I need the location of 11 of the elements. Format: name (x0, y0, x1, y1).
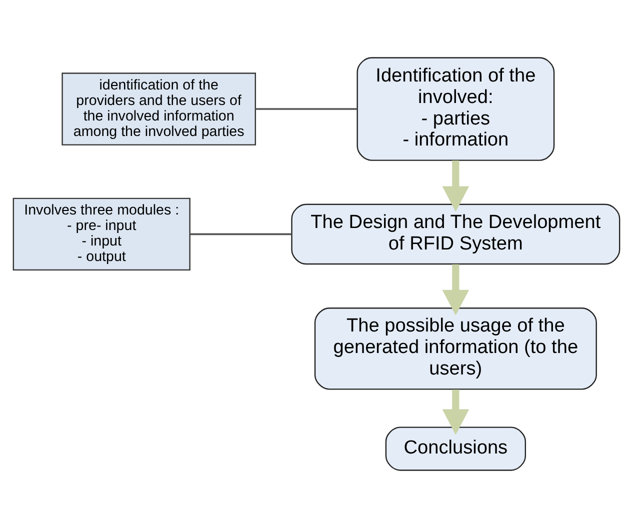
connector (190, 232, 292, 235)
node-box: The Design and The Development of RFID System (291, 203, 620, 264)
arrow (442, 264, 470, 315)
node-box: The possible usage of the generated information (to the users) (314, 307, 597, 390)
node-box: identification of the providers and the users of the involved information among the involved parties (62, 72, 256, 145)
node-box: Conclusions (385, 426, 526, 470)
connector (256, 108, 358, 110)
node-box: Involves three modules : - pre- input - input - output (12, 197, 190, 270)
arrow (442, 160, 470, 212)
node-box: Identification of the involved: - parties - information (356, 56, 555, 160)
arrow (442, 389, 470, 434)
